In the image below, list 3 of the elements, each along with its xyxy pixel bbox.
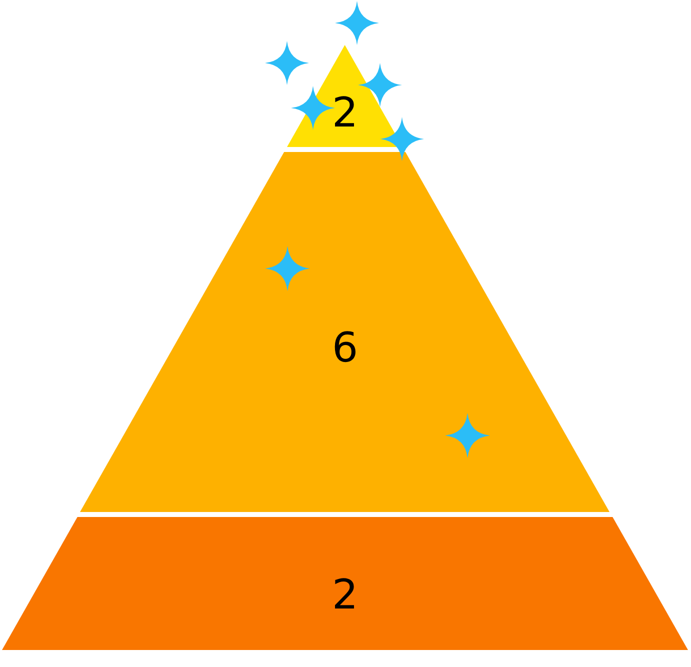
tier-number: 6 [332, 328, 358, 368]
tier-number: 2 [332, 574, 358, 616]
tier-number: 2 [332, 92, 358, 134]
